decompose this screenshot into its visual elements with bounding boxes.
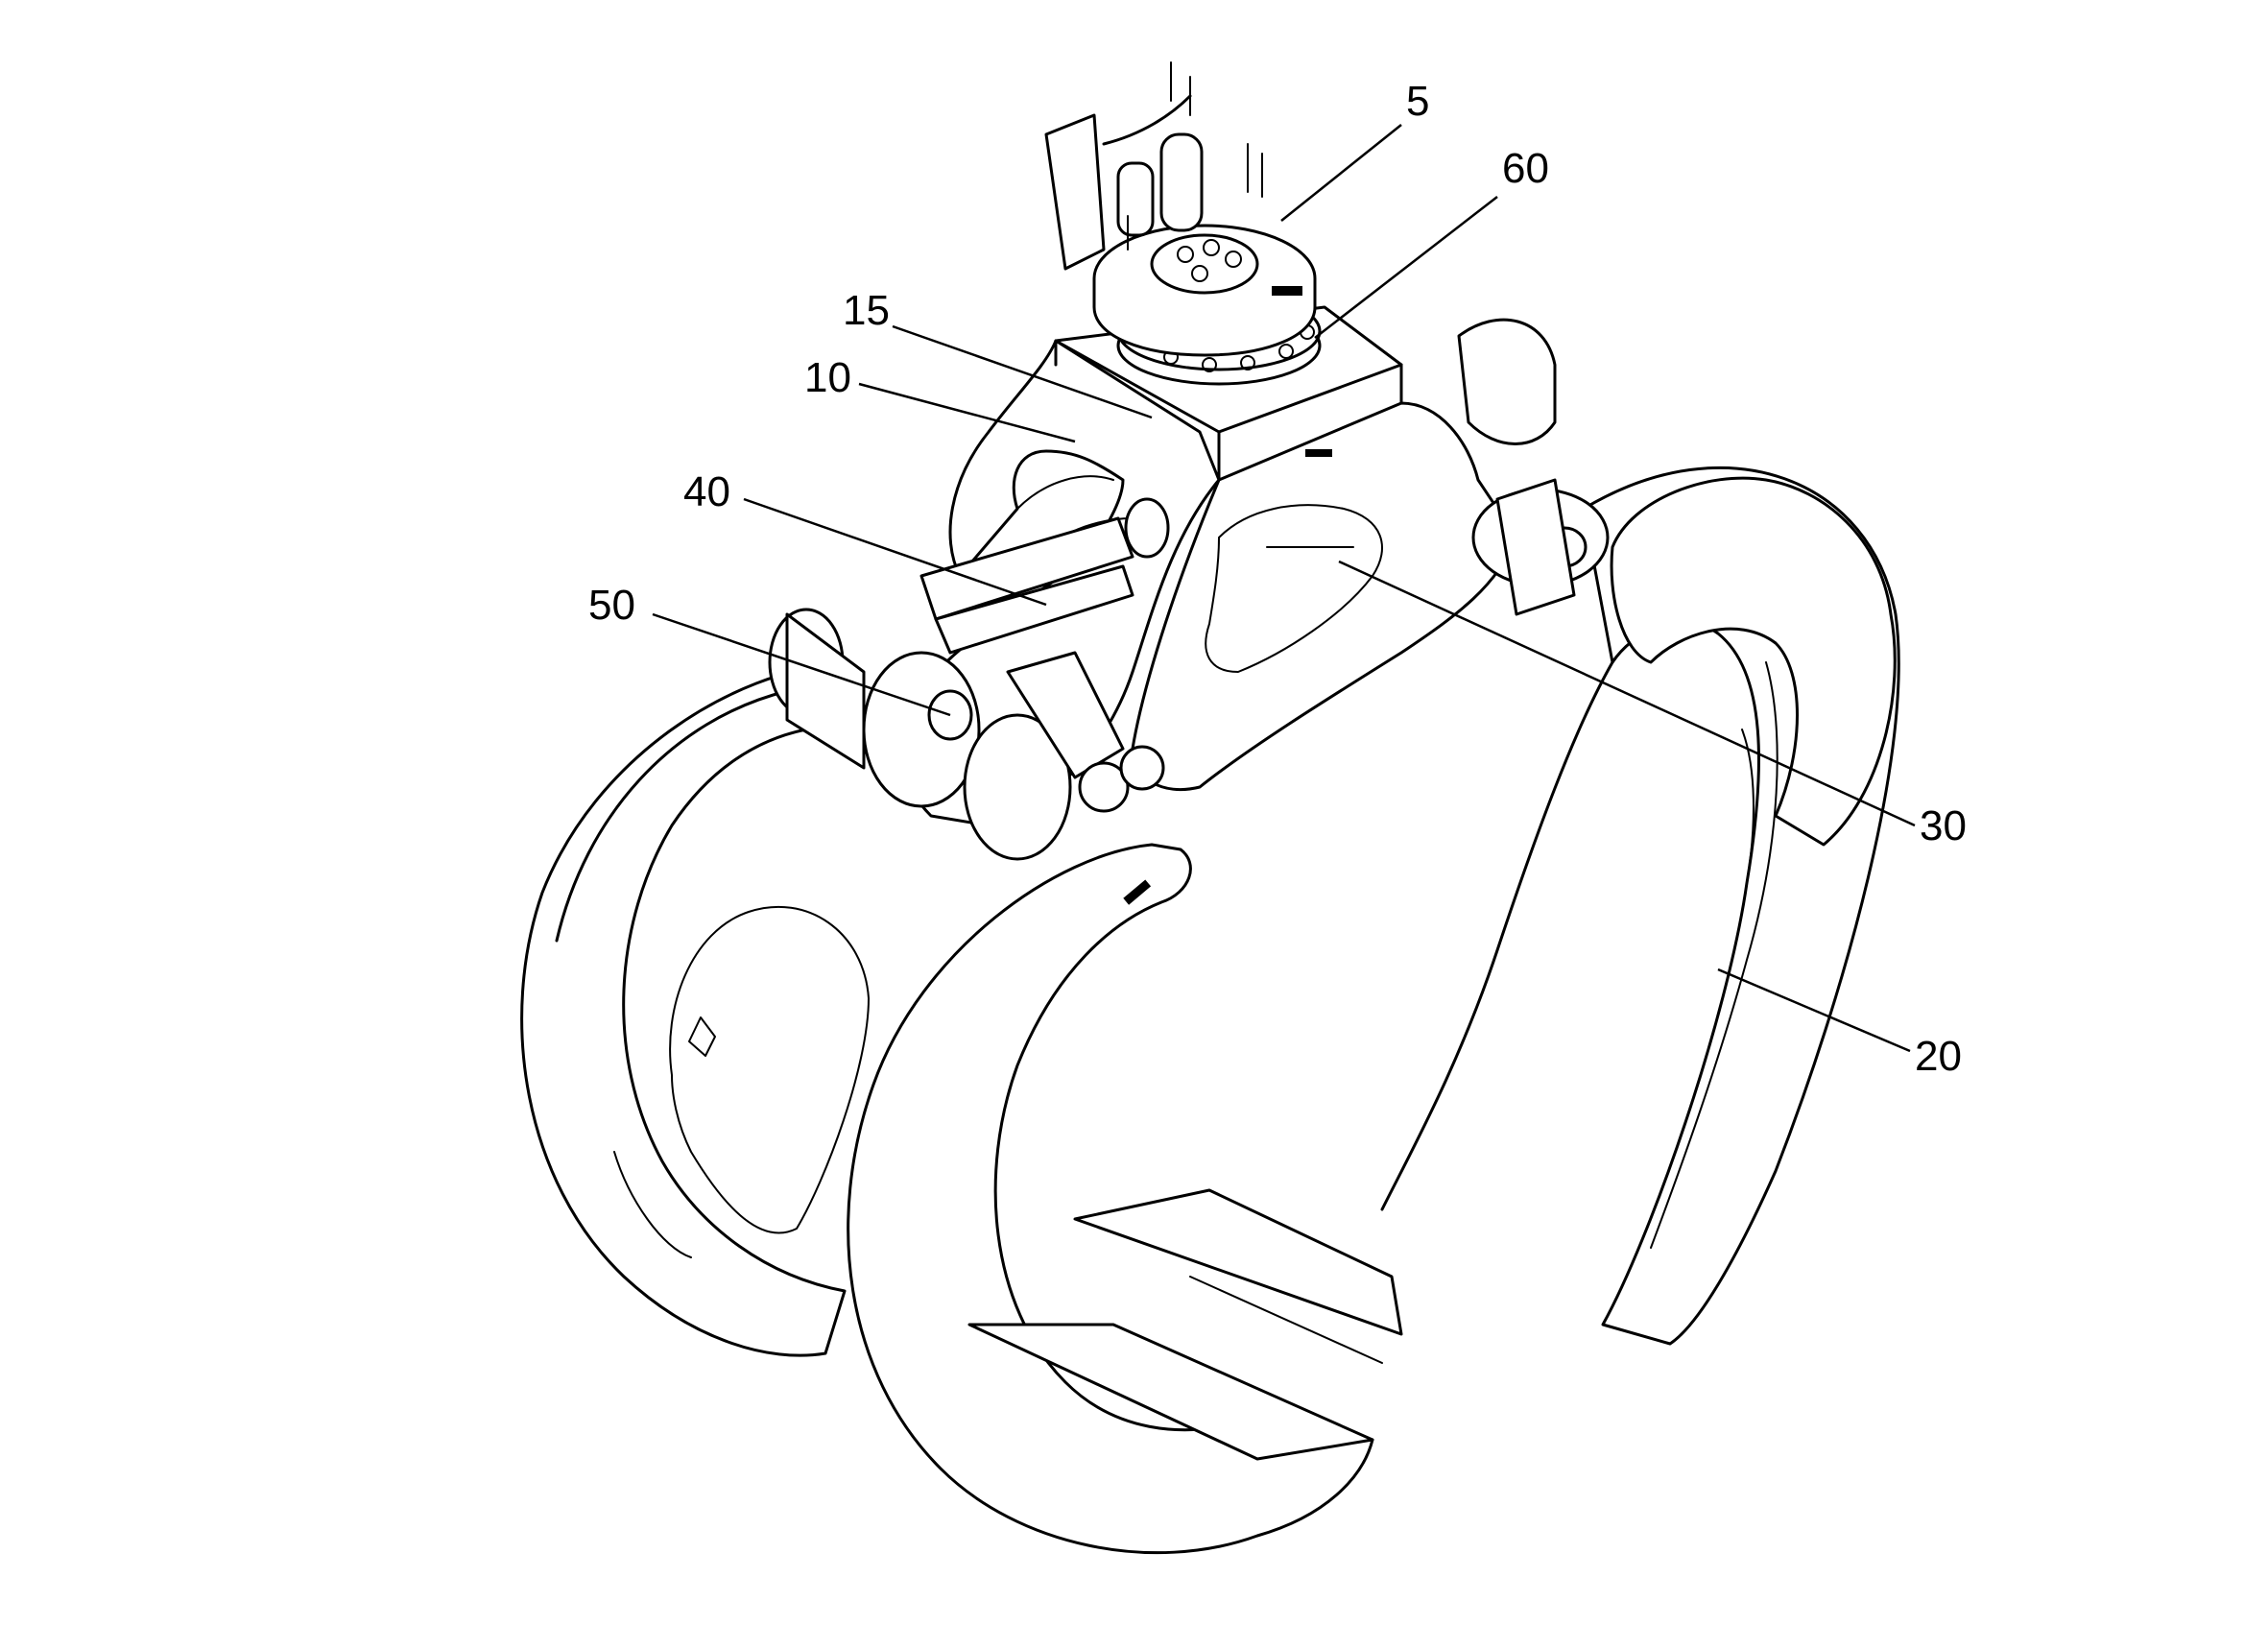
leader-line-10 bbox=[858, 382, 1076, 443]
ref-label-50: 50 bbox=[588, 582, 635, 629]
ref-label-30: 30 bbox=[1920, 802, 1967, 849]
grapple-arm-right-upper-loop bbox=[1610, 476, 1897, 847]
grapple-arm-front bbox=[847, 843, 1374, 1555]
ref-label-10: 10 bbox=[804, 354, 851, 401]
ref-label-20: 20 bbox=[1915, 1033, 1962, 1080]
leader-line-50 bbox=[652, 612, 951, 717]
leader-line-40 bbox=[743, 497, 1047, 607]
leader-line-60 bbox=[1314, 196, 1498, 339]
rotator bbox=[1044, 61, 1317, 357]
frame-marker bbox=[1305, 449, 1332, 457]
leader-line-20 bbox=[1717, 968, 1911, 1053]
hydraulic-cylinder bbox=[919, 497, 1170, 655]
grapple-arm-left-back bbox=[520, 660, 870, 1357]
ref-label-40: 40 bbox=[683, 468, 730, 515]
jaw-plate bbox=[967, 1188, 1403, 1461]
ref-label-15: 15 bbox=[843, 287, 890, 334]
leader-line-30 bbox=[1338, 560, 1916, 827]
reference-labels: 5 60 15 10 40 50 30 20 bbox=[588, 78, 1967, 1080]
leader-line-15 bbox=[892, 324, 1153, 419]
pivot-assembly-right bbox=[1457, 318, 1610, 616]
pivot-assembly-left bbox=[768, 608, 1165, 861]
ref-label-60: 60 bbox=[1502, 145, 1549, 192]
leader-line-5 bbox=[1280, 124, 1402, 222]
ref-label-5: 5 bbox=[1406, 78, 1429, 125]
